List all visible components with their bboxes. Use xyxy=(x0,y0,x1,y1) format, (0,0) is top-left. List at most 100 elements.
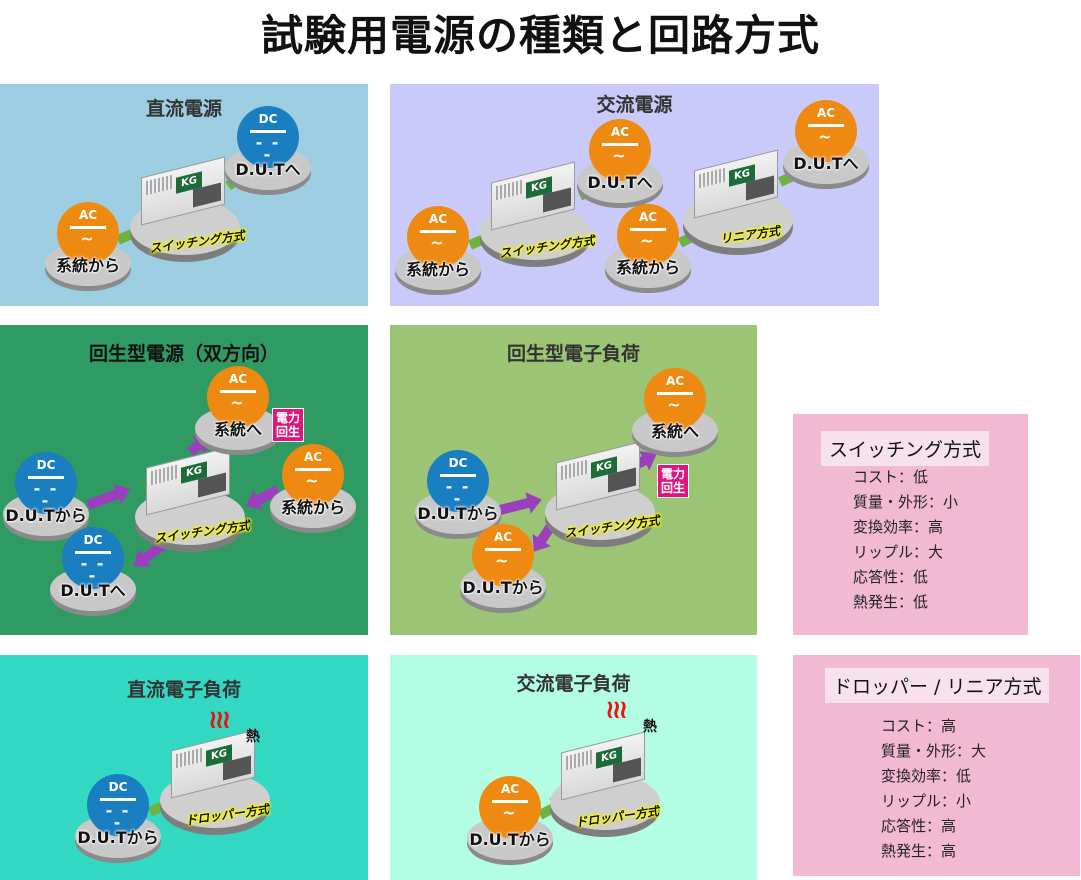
symbol-mark: ∼ xyxy=(305,471,321,490)
node-caption: 系統から xyxy=(405,260,471,279)
heat-label: 熱 xyxy=(246,729,260,745)
node-symbol: AC xyxy=(303,450,323,464)
spec-row: 質量・外形：大 xyxy=(881,742,987,760)
symbol-line xyxy=(808,124,844,127)
node-symbol: AC xyxy=(816,106,836,120)
node-caption: D.U.Tから xyxy=(5,506,87,525)
node-caption: D.U.Tへ xyxy=(235,160,301,179)
ac-wave-icon: AC ∼ xyxy=(617,204,679,266)
method-spec-box: スイッチング方式コスト：低質量・外形：小変換効率：高リップル：大応答性：低熱発生… xyxy=(793,414,1028,635)
symbol-line xyxy=(28,476,64,479)
node-caption: 系統へ xyxy=(213,420,263,439)
symbol-line xyxy=(220,390,256,393)
node-symbol: DC xyxy=(258,112,278,126)
spec-row: 変換効率：高 xyxy=(853,518,944,536)
node-caption: 系統から xyxy=(55,256,121,275)
spec-title: ドロッパー / リニア方式 xyxy=(825,668,1050,703)
dc-line-icon: DC- - - xyxy=(87,774,149,836)
symbol-line xyxy=(492,800,528,803)
node-caption: D.U.Tから xyxy=(462,578,544,597)
dc-line-icon: DC - - - xyxy=(62,527,124,589)
node-caption: D.U.Tから xyxy=(469,830,551,849)
symbol-line xyxy=(420,230,456,233)
node-caption: 系統から xyxy=(615,258,681,277)
node-caption: 系統から xyxy=(280,498,346,517)
symbol-line xyxy=(75,551,111,554)
node-symbol: AC xyxy=(493,530,513,544)
panel-title: 回生型電源（双方向） xyxy=(88,343,279,365)
panel-title: 回生型電子負荷 xyxy=(506,343,640,365)
symbol-line xyxy=(485,548,521,551)
spec-title: スイッチング方式 xyxy=(821,431,990,466)
ac-wave-icon: AC ∼ xyxy=(472,524,534,586)
vent-grille xyxy=(176,747,204,769)
node-caption: D.U.Tから xyxy=(77,828,159,847)
dc-line-icon: DC - - - xyxy=(15,452,77,514)
spec-row: コスト：低 xyxy=(853,468,929,486)
spec-row: コスト：高 xyxy=(881,717,957,735)
ac-wave-icon: AC ∼ xyxy=(57,202,119,264)
node-symbol: AC xyxy=(638,210,658,224)
symbol-mark: ∼ xyxy=(818,127,834,146)
symbol-mark: ∼ xyxy=(667,395,683,414)
dc-line-icon: DC- - - xyxy=(427,450,489,512)
symbol-line xyxy=(295,468,331,471)
ac-wave-icon: AC ∼ xyxy=(282,444,344,506)
symbol-line xyxy=(440,474,476,477)
node-caption: D.U.Tへ xyxy=(793,154,859,173)
symbol-line xyxy=(630,228,666,231)
symbol-mark: ∼ xyxy=(495,551,511,570)
symbol-mark: - - - xyxy=(33,479,59,510)
node-symbol: AC xyxy=(228,372,248,386)
ac-wave-icon: AC∼ xyxy=(479,776,541,838)
node-symbol: DC xyxy=(108,780,128,794)
vent-grille xyxy=(561,459,589,481)
spec-row: リップル：小 xyxy=(881,792,972,810)
spec-row: 変換効率：低 xyxy=(881,767,972,785)
symbol-line xyxy=(602,143,638,146)
spec-row: 質量・外形：小 xyxy=(853,493,959,511)
spec-row: 熱発生：低 xyxy=(853,593,929,611)
symbol-line xyxy=(657,392,693,395)
symbol-line xyxy=(250,130,286,133)
symbol-mark: - - - xyxy=(80,554,106,585)
symbol-line xyxy=(70,226,106,229)
node-symbol: AC xyxy=(610,125,630,139)
symbol-mark: ∼ xyxy=(80,229,96,248)
vent-grille xyxy=(699,167,727,189)
power-regeneration-badge: 電力 回生 xyxy=(657,464,690,498)
spec-row: 熱発生：高 xyxy=(881,842,957,860)
node-caption: D.U.Tから xyxy=(417,504,499,523)
node-symbol: AC xyxy=(500,782,520,796)
node-symbol: DC xyxy=(36,458,56,472)
panel-title: 直流電源 xyxy=(145,98,222,120)
ac-wave-icon: AC ∼ xyxy=(644,368,706,430)
vent-grille xyxy=(496,179,524,201)
symbol-mark: ∼ xyxy=(430,233,446,252)
node-symbol: AC xyxy=(78,208,98,222)
symbol-mark: ∼ xyxy=(640,231,656,250)
symbol-mark: ∼ xyxy=(230,393,246,412)
symbol-mark: ∼ xyxy=(612,146,628,165)
symbol-mark: - - - xyxy=(255,133,281,164)
symbol-line xyxy=(100,798,136,801)
ac-wave-icon: AC ∼ xyxy=(589,119,651,181)
node-symbol: AC xyxy=(665,374,685,388)
panel-title: 交流電源 xyxy=(596,94,673,116)
node-caption: 系統へ xyxy=(650,422,700,441)
panel-title: 交流電子負荷 xyxy=(516,673,631,695)
ac-wave-icon: AC∼ xyxy=(407,206,469,268)
page-title: 試験用電源の種類と回路方式 xyxy=(260,11,820,60)
node-symbol: DC xyxy=(83,533,103,547)
heat-label: 熱 xyxy=(643,719,657,735)
heat-icon: ≀≀≀ xyxy=(208,705,231,735)
node-caption: D.U.Tへ xyxy=(60,581,126,600)
diagram-panel: 交流電子負荷 xyxy=(390,655,757,880)
node-symbol: DC xyxy=(448,456,468,470)
spec-row: リップル：大 xyxy=(853,543,944,561)
ac-wave-icon: AC ∼ xyxy=(207,366,269,428)
dc-line-icon: DC - - - xyxy=(237,106,299,168)
panel-title: 直流電子負荷 xyxy=(126,679,241,701)
vent-grille xyxy=(566,749,594,771)
vent-grille xyxy=(146,174,174,196)
